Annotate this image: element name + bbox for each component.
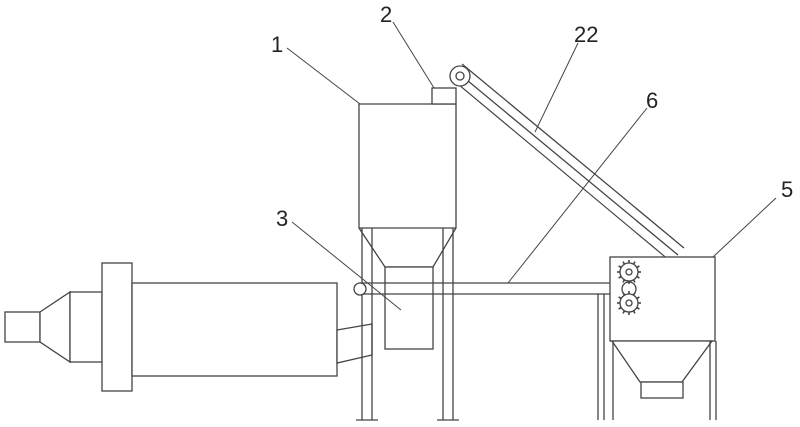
feeder-box <box>385 267 433 349</box>
drum-outlet-stub <box>5 312 40 342</box>
leader-1 <box>287 48 360 104</box>
drum-body <box>132 283 337 376</box>
label-5: 5 <box>781 177 793 202</box>
label-2: 2 <box>380 2 392 27</box>
crusher-outlet-hopper <box>612 341 712 382</box>
hopper-top-box <box>432 88 456 104</box>
drum-outlet-cone <box>40 292 70 362</box>
hopper-body <box>359 104 456 267</box>
crusher-box <box>598 257 716 420</box>
leader-22 <box>535 43 578 132</box>
leader-2 <box>393 22 434 88</box>
crusher-outlet <box>641 382 683 398</box>
pipe-end-roller <box>354 283 366 295</box>
label-22: 22 <box>574 22 598 47</box>
rotary-drum <box>5 263 372 391</box>
label-3: 3 <box>276 206 288 231</box>
hopper <box>356 88 459 420</box>
label-6: 6 <box>646 88 658 113</box>
label-1: 1 <box>271 32 283 57</box>
drum-inlet-neck <box>337 324 372 363</box>
drum-end-section <box>70 292 102 362</box>
leader-5 <box>713 198 776 257</box>
drum-flange <box>102 263 132 391</box>
